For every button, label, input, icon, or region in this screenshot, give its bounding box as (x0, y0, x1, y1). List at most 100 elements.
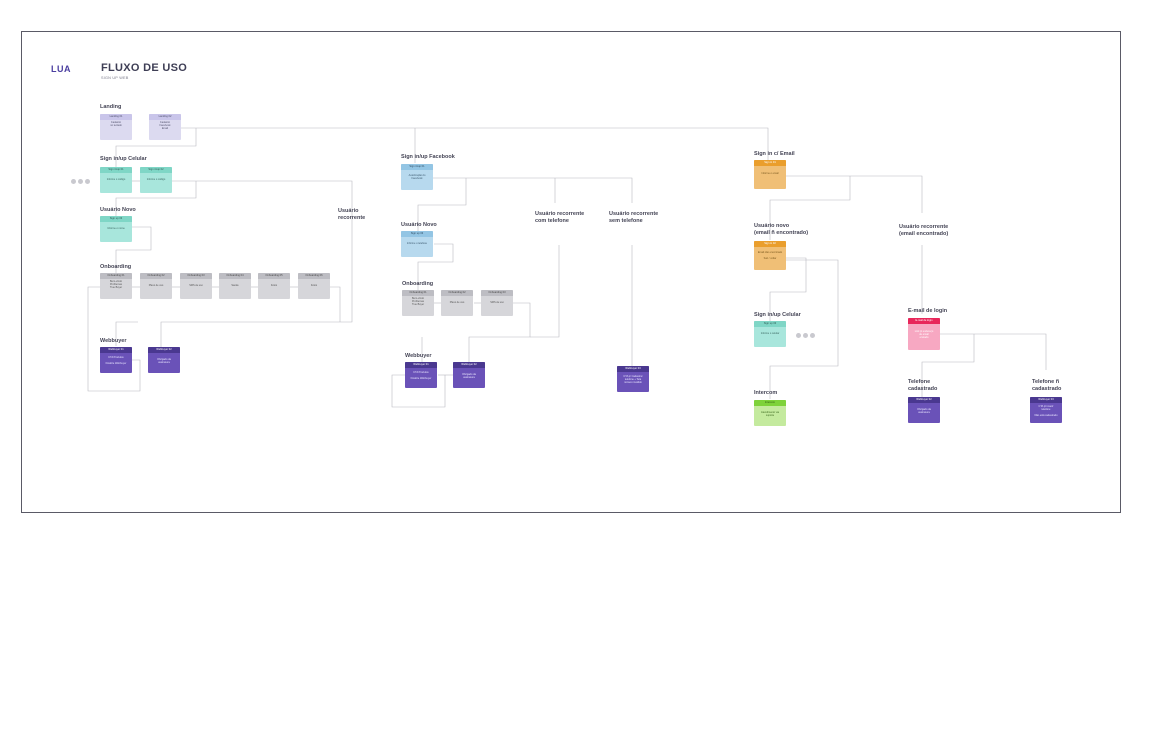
screen-card-email-login[interactable]: E-mail de login Link p/ endereço de emai… (908, 318, 940, 350)
screen-card-webbuyer-01[interactable]: Webbuyer 01 CTA Produtos Finalize Webbuy… (100, 347, 132, 373)
card-body: SMS de uso (490, 301, 504, 304)
card-body: Autorização do Facebook (408, 174, 426, 180)
card-body: Obrigado da assinatura (462, 373, 476, 379)
screen-card-celular-01[interactable]: Sign in/up 01 Informe o código (100, 167, 132, 193)
screen-card-facebook-01[interactable]: Sign in/up 01 Autorização do Facebook (401, 164, 433, 190)
card-header: Onboarding 05 (258, 273, 290, 279)
card-header: Webbuyer 02 (148, 347, 180, 353)
card-header: Sign up 03 (100, 216, 132, 222)
card-header: Onboarding 02 (441, 290, 473, 296)
card-body: Fotos (270, 284, 278, 287)
screen-card-onboarding-06[interactable]: Onboarding 06 Fotos (298, 273, 330, 299)
card-header: Onboarding 02 (140, 273, 172, 279)
card-header: Landing 01 (100, 114, 132, 120)
section-signup-celular: Sign in/up Celular (100, 156, 147, 162)
screen-card-email-novo[interactable]: Sign in 02 Email não encontrado Sair / v… (754, 241, 786, 270)
screen-card-fb-onboarding-01[interactable]: Onboarding 01 Bem-vindo Problemas True B… (402, 290, 434, 316)
card-header: Sign in/up 02 (140, 167, 172, 173)
screen-card-fb-onboarding-03[interactable]: Onboarding 03 SMS de uso (481, 290, 513, 316)
dot-icon (810, 333, 815, 338)
screen-card-onboarding-02[interactable]: Onboarding 02 Plano de uso (140, 273, 172, 299)
screen-card-email-01[interactable]: Sign in 01 Informe o email (754, 160, 786, 189)
card-body: Atendimento via suporte (761, 411, 779, 417)
section-signup-celular-2: Sign in/up Celular (754, 312, 801, 318)
screen-card-fb-webbuyer-01[interactable]: Webbuyer 01 CTA Produtos Finalize Webbuy… (405, 362, 437, 388)
card-body: Cadastro Facebook Email (159, 121, 171, 130)
card-body: Fotos (310, 284, 318, 287)
card-header: Sign up 03 (754, 321, 786, 327)
card-body: CTA Produtos Finalize Webbuyer (105, 356, 127, 365)
screen-card-onboarding-05[interactable]: Onboarding 05 Fotos (258, 273, 290, 299)
card-header: Sign in/up 01 (401, 164, 433, 170)
screen-card-webbuyer-02[interactable]: Webbuyer 02 Obrigado da assinatura (148, 347, 180, 373)
card-header: Landing 02 (149, 114, 181, 120)
screen-card-fb-webbuyer-02[interactable]: Webbuyer 02 Obrigado da assinatura (453, 362, 485, 388)
card-body: Obrigado da assinatura (917, 408, 931, 414)
card-body: CTA Produtos Finalize Webbuyer (410, 371, 432, 380)
card-header: Onboarding 03 (180, 273, 212, 279)
card-body: CTA p/ Cadastrar telefone + Tela número … (623, 375, 643, 384)
screen-card-onboarding-03[interactable]: Onboarding 03 SMS de uso (180, 273, 212, 299)
section-onboarding: Onboarding (100, 264, 132, 270)
card-body: Email não encontrado Sair / voltar (757, 251, 783, 260)
screen-card-celular-email[interactable]: Sign up 03 Informe o celular (754, 321, 786, 347)
card-body: Informe o telefone (406, 242, 428, 245)
page-title: FLUXO DE USO (101, 62, 188, 74)
card-header: Onboarding 01 (100, 273, 132, 279)
card-header: Webbuyer 03 (1030, 397, 1062, 403)
more-screens-indicator (71, 179, 90, 184)
card-body: Plano de uso (449, 301, 465, 304)
card-header: Onboarding 04 (219, 273, 251, 279)
card-body: Bem-vindo Problemas True Buyer (109, 280, 123, 289)
section-usuario-novo: Usuário Novo (100, 207, 136, 213)
page-subtitle: SIGN UP WEB (101, 76, 129, 80)
section-webbuyer: Webbuyer (100, 338, 127, 344)
screen-card-telefone-cadastrado[interactable]: Webbuyer 02 Obrigado da assinatura (908, 397, 940, 423)
card-header: Webbuyer 01 (405, 362, 437, 368)
diagram-board (21, 31, 1121, 513)
card-header: E-mail de login (908, 318, 940, 324)
section-telefone-cadastrado: Telefone cadastrado (908, 379, 938, 392)
section-recorrente-com-telefone: Usuário recorrente com telefone (535, 211, 585, 224)
section-signup-facebook: Sign in/up Facebook (401, 154, 455, 160)
section-usuario-recorrente: Usuário recorrente (338, 208, 366, 221)
screen-card-landing-01[interactable]: Landing 01 Cadastro no teclado (100, 114, 132, 140)
card-body: Obrigado da assinatura (157, 358, 171, 364)
screen-card-intercom[interactable]: Intercom Atendimento via suporte (754, 400, 786, 426)
card-header: Onboarding 01 (402, 290, 434, 296)
dot-icon (803, 333, 808, 338)
screen-card-facebook-novo[interactable]: Sign up 03 Informe o telefone (401, 231, 433, 257)
dot-icon (78, 179, 83, 184)
section-onboarding-fb: Onboarding (402, 281, 434, 287)
card-body: Link p/ endereço de email enviado (914, 330, 934, 339)
screen-card-landing-02[interactable]: Landing 02 Cadastro Facebook Email (149, 114, 181, 140)
screen-card-sem-telefone[interactable]: Webbuyer 03 CTA p/ Cadastrar telefone + … (617, 366, 649, 392)
screen-card-usuario-novo[interactable]: Sign up 03 Informe o nome (100, 216, 132, 242)
section-recorrente-sem-telefone: Usuário recorrente sem telefone (609, 211, 659, 224)
section-usuario-recorrente-email: Usuário recorrente (email encontrado) (899, 224, 949, 237)
section-usuario-novo-fb: Usuário Novo (401, 222, 437, 228)
card-body: Informe o nome (107, 227, 125, 230)
dot-icon (796, 333, 801, 338)
section-usuario-novo-email: Usuário novo (email ñ encontrado) (754, 223, 809, 236)
card-body: SMS de uso (189, 284, 203, 287)
screen-card-onboarding-04[interactable]: Onboarding 04 Saúde (219, 273, 251, 299)
card-header: Sign up 03 (401, 231, 433, 237)
dot-icon (85, 179, 90, 184)
card-header: Webbuyer 02 (453, 362, 485, 368)
card-header: Intercom (754, 400, 786, 406)
screen-card-celular-02[interactable]: Sign in/up 02 Informe o código (140, 167, 172, 193)
card-header: Sign in 01 (754, 160, 786, 166)
brand-logo: LUA (51, 64, 71, 74)
screen-card-onboarding-01[interactable]: Onboarding 01 Bem-vindo Problemas True B… (100, 273, 132, 299)
section-telefone-nao-cadastrado: Telefone ñ cadastrado (1032, 379, 1062, 392)
section-email-login: E-mail de login (908, 308, 948, 314)
screen-card-telefone-nao-cadastrado[interactable]: Webbuyer 03 CTA p/ inserir telefone Não … (1030, 397, 1062, 423)
card-body: Bem-vindo Problemas True Buyer (411, 297, 425, 306)
card-header: Sign in 02 (754, 241, 786, 247)
card-body: Informe o código (106, 178, 126, 181)
card-header: Webbuyer 02 (908, 397, 940, 403)
card-body: Saúde (231, 284, 239, 287)
screen-card-fb-onboarding-02[interactable]: Onboarding 02 Plano de uso (441, 290, 473, 316)
